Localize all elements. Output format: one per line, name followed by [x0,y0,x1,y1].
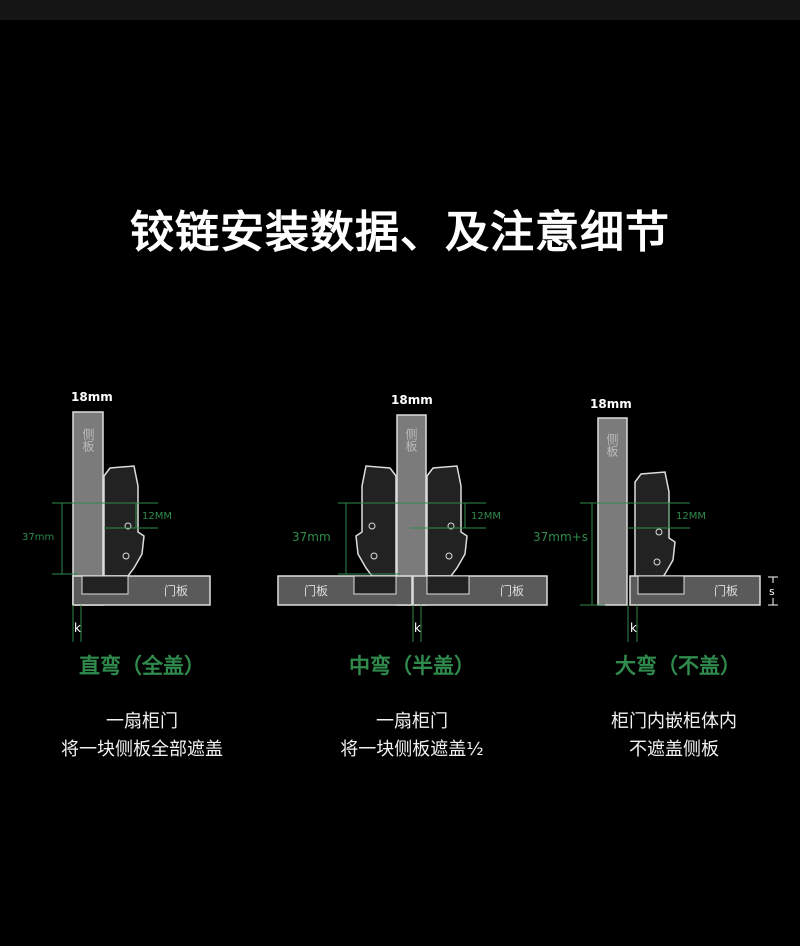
diagram-inset: 18mm 侧板 门板 s 37mm+s 12MM k [533,397,778,642]
thickness-label: 18mm [391,393,433,407]
door-panel-label: 门板 [500,583,524,598]
hinge-icon [355,465,397,577]
diagram-full-overlay: 18mm 侧板 门板 37mm 12MM k [22,390,211,642]
hinge-type-full-overlay: 直弯（全盖） [79,654,205,678]
gap-dimension: 12MM [142,511,172,522]
description-line: 将一块侧板遮盖½ [340,739,484,760]
side-panel-label: 侧板 [81,428,95,453]
door-panel-label: 门板 [714,583,738,598]
gap-dimension: 12MM [676,511,706,522]
gap-dimension: 12MM [471,511,501,522]
description-line: 一扇柜门 [106,711,178,732]
hinge-icon [426,465,468,577]
hinge-type-half-overlay: 中弯（半盖） [349,654,475,678]
description-line: 不遮盖侧板 [629,739,719,760]
description-line: 柜门内嵌柜体内 [611,711,737,732]
page-title: 铰链安装数据、及注意细节 [130,207,670,258]
hinge-icon [103,465,145,577]
diagram-half-overlay: 18mm 侧板 门板 门板 37mm 12MM k [277,393,548,642]
hinge-type-inset: 大弯（不盖） [615,654,741,678]
side-panel [396,414,427,606]
height-dimension: 37mm [22,532,54,543]
side-panel-label: 侧板 [404,428,418,453]
side-panel [597,417,628,606]
hinge-diagrams: 18mm 侧板 门板 37mm 12MM k 18mm 侧板 门板 门板 [22,390,778,642]
s-label: s [769,585,775,598]
door-panel-label: 门板 [304,583,328,598]
side-panel [72,411,104,606]
description-full-overlay: 一扇柜门 将一块侧板全部遮盖 [12,708,272,764]
side-panel-label: 侧板 [605,433,619,458]
top-bar [0,0,800,20]
door-panel-label: 门板 [164,583,188,598]
k-label: k [630,621,637,635]
description-half-overlay: 一扇柜门 将一块侧板遮盖½ [282,708,542,764]
description-line: 将一块侧板全部遮盖 [61,739,223,760]
height-dimension: 37mm [292,530,331,544]
description-line: 一扇柜门 [376,711,448,732]
k-label: k [74,621,81,635]
thickness-label: 18mm [71,390,113,404]
k-label: k [414,621,421,635]
height-dimension: 37mm+s [533,530,588,544]
door-panel-left [277,575,413,606]
description-inset: 柜门内嵌柜体内 不遮盖侧板 [544,708,800,764]
thickness-label: 18mm [590,397,632,411]
